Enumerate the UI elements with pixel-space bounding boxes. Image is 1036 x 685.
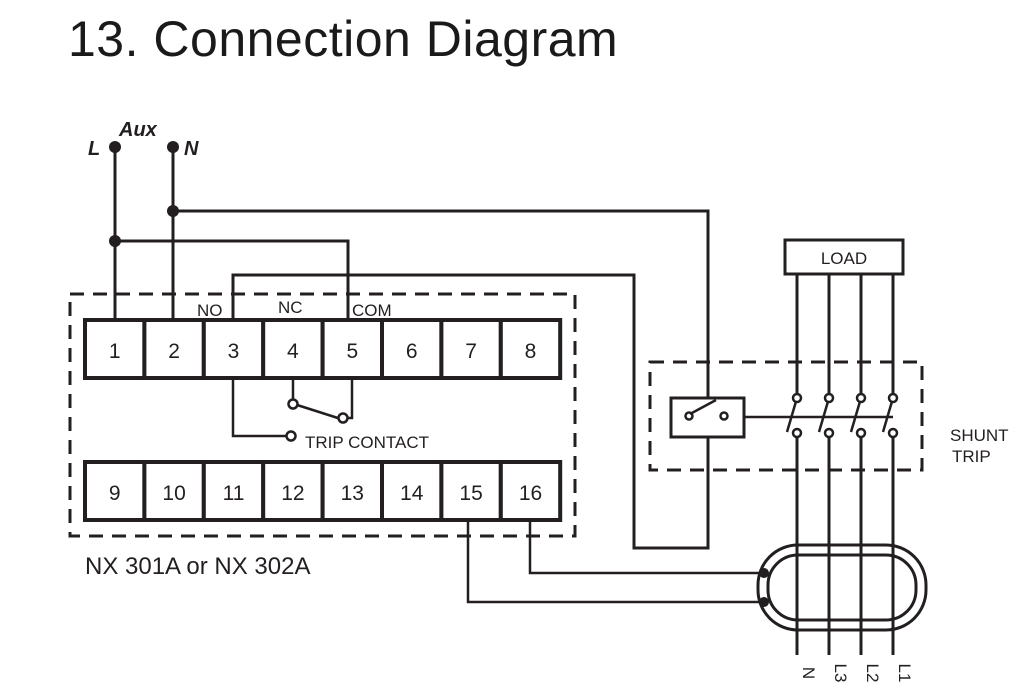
terminal-number: 8 [525, 340, 537, 363]
load-box [783, 238, 905, 276]
device-enclosure [68, 292, 577, 538]
terminal-number: 5 [346, 340, 358, 363]
power-lines [785, 274, 899, 655]
terminal-number: 14 [400, 482, 424, 505]
shunt-trip-enclosure [648, 360, 924, 472]
terminal-number: 1 [109, 340, 121, 363]
terminal-number: 16 [519, 482, 542, 505]
com-label: COM [352, 301, 392, 320]
shunt-trip-label-2: TRIP [952, 447, 991, 466]
live-terminal-dot [109, 141, 121, 153]
ct-wiring [466, 520, 764, 604]
line-label-n: N [799, 667, 818, 679]
page-title: 13. Connection Diagram [68, 11, 619, 67]
junction-dot [109, 235, 121, 247]
load-label: LOAD [821, 249, 867, 268]
terminal-number: 11 [223, 482, 245, 505]
aux-label: Aux [118, 119, 158, 141]
current-transformer [756, 543, 928, 632]
no-label: NO [197, 301, 223, 320]
neutral-label: N [184, 138, 199, 160]
ct-terminal-dot [759, 568, 769, 578]
terminal-number: 12 [281, 482, 304, 505]
supply-wiring [113, 147, 710, 550]
terminal-number: 15 [459, 482, 482, 505]
neutral-terminal-dot [167, 141, 179, 153]
line-label-l2: L2 [863, 664, 882, 683]
line-label-l3: L3 [831, 664, 850, 683]
terminal-number: 6 [406, 340, 418, 363]
terminal-number: 10 [162, 482, 185, 505]
device-model-label: NX 301A or NX 302A [85, 553, 310, 580]
relay-contact [231, 378, 354, 442]
terminal-block-top: 1 2 3 4 5 6 7 8 [83, 318, 563, 380]
live-label: L [88, 138, 100, 160]
shunt-coil [669, 396, 893, 439]
terminal-number: 7 [465, 340, 477, 363]
terminal-block-bottom: 9 10 11 12 13 14 15 16 [83, 460, 563, 522]
terminal-number: 4 [287, 340, 299, 363]
terminal-number: 13 [341, 482, 364, 505]
terminal-number: 2 [168, 340, 180, 363]
line-label-l1: L1 [895, 664, 914, 683]
terminal-number: 9 [109, 482, 121, 505]
shunt-trip-label-1: SHUNT [950, 426, 1009, 445]
terminal-number: 3 [228, 340, 240, 363]
ct-terminal-dot [759, 597, 769, 607]
junction-dot [167, 205, 179, 217]
trip-contact-label: TRIP CONTACT [305, 433, 429, 452]
nc-label: NC [278, 298, 303, 317]
